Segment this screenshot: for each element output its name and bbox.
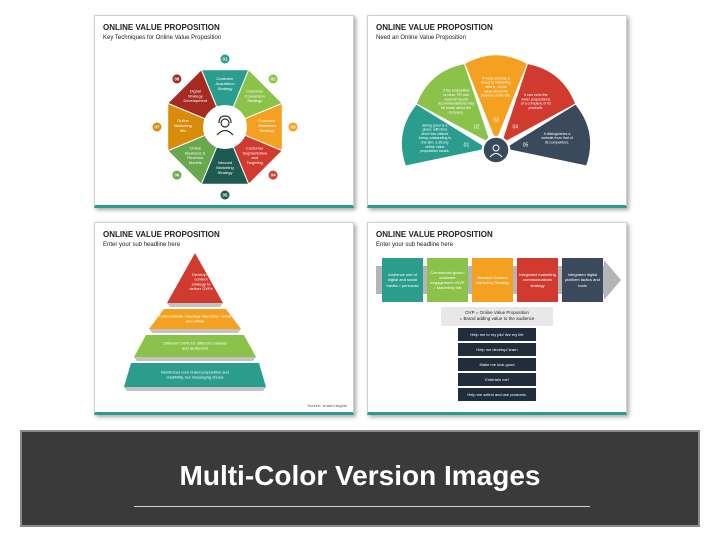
number-badge xyxy=(171,73,183,85)
slide-title: ONLINE VALUE PROPOSITION xyxy=(376,23,493,32)
slide-title: ONLINE VALUE PROPOSITION xyxy=(103,23,220,32)
petal-number: 04 xyxy=(513,125,519,131)
value-item: Entertain me! xyxy=(458,373,536,386)
person-icon xyxy=(489,144,503,158)
person-icon xyxy=(216,115,234,136)
petal-05 xyxy=(508,103,592,167)
center-circle xyxy=(482,136,510,164)
petal-number: 01 xyxy=(464,142,470,148)
segment-number: 01 xyxy=(222,57,228,62)
number-badge xyxy=(219,53,231,65)
slide-title: ONLINE VALUE PROPOSITION xyxy=(103,230,220,239)
segment-number: 08 xyxy=(174,76,180,81)
banner-divider xyxy=(134,506,590,507)
version-banner: Multi-Color Version Images xyxy=(20,430,700,527)
slide-thumbnail-3[interactable]: ONLINE VALUE PROPOSITION Enter your sub … xyxy=(94,222,354,415)
ovp-definition-box: OVP = Online Value Proposition = Brand a… xyxy=(441,307,553,326)
segment-number: 05 xyxy=(222,193,228,198)
slide-subtitle: Need an Online Value Proposition xyxy=(376,35,466,41)
step-box: Audience use of digital and social media… xyxy=(382,258,423,302)
level-shadow xyxy=(167,303,223,307)
slide-thumbnail-2[interactable]: ONLINE VALUE PROPOSITION Need an Online … xyxy=(367,15,627,208)
segment-number: 02 xyxy=(271,76,277,81)
source-note: Source: smart insights xyxy=(307,403,347,408)
value-item: Help me develop/ learn xyxy=(458,343,536,356)
step-box: Integrated digital platform tactics and … xyxy=(562,258,603,302)
petal-number: 05 xyxy=(523,142,529,148)
slide-thumbnail-4[interactable]: ONLINE VALUE PROPOSITION Enter your sub … xyxy=(367,222,627,415)
pyramid-level-2 xyxy=(149,309,241,329)
segment-number: 07 xyxy=(154,125,160,130)
pyramid-level-1 xyxy=(167,253,223,303)
number-badge xyxy=(151,121,163,133)
number-badge xyxy=(219,189,231,201)
pyramid-level-4 xyxy=(124,363,266,387)
step-box: Commercial goals> customer engagement >O… xyxy=(427,258,468,302)
slide-subtitle: Key Techniques for Online Value Proposit… xyxy=(103,35,222,41)
value-item: Help me to my job/ live my life xyxy=(458,328,536,341)
number-badge xyxy=(171,169,183,181)
slide-subtitle: Enter your sub headline here xyxy=(376,242,454,248)
step-box: Integrated marketing communications stra… xyxy=(517,258,558,302)
slide-thumbnail-1[interactable]: ONLINE VALUE PROPOSITION Key Techniques … xyxy=(94,15,354,208)
number-badge xyxy=(267,73,279,85)
number-badge xyxy=(267,169,279,181)
slide-subtitle: Enter your sub headline here xyxy=(103,242,181,248)
value-item: Make me look good xyxy=(458,358,536,371)
level-shadow xyxy=(134,357,256,361)
segment-number: 04 xyxy=(271,173,277,178)
step-box: Branded Content Marketing Strategy xyxy=(472,258,513,302)
number-badge xyxy=(287,121,299,133)
level-shadow xyxy=(124,387,266,391)
segment-number: 03 xyxy=(290,125,296,130)
level-shadow xyxy=(149,329,241,333)
ovp-line-2: = Brand adding value to the audience xyxy=(459,316,535,322)
value-item: Help me select and use products. xyxy=(458,388,536,401)
slide-title: ONLINE VALUE PROPOSITION xyxy=(376,230,493,239)
petal-number: 03 xyxy=(493,118,499,124)
banner-title: Multi-Color Version Images xyxy=(179,460,541,491)
pyramid-level-3 xyxy=(134,335,256,357)
petal-number: 02 xyxy=(474,125,480,131)
segment-number: 06 xyxy=(174,173,180,178)
ovp-line-1: OVP = Online Value Proposition xyxy=(465,310,529,315)
